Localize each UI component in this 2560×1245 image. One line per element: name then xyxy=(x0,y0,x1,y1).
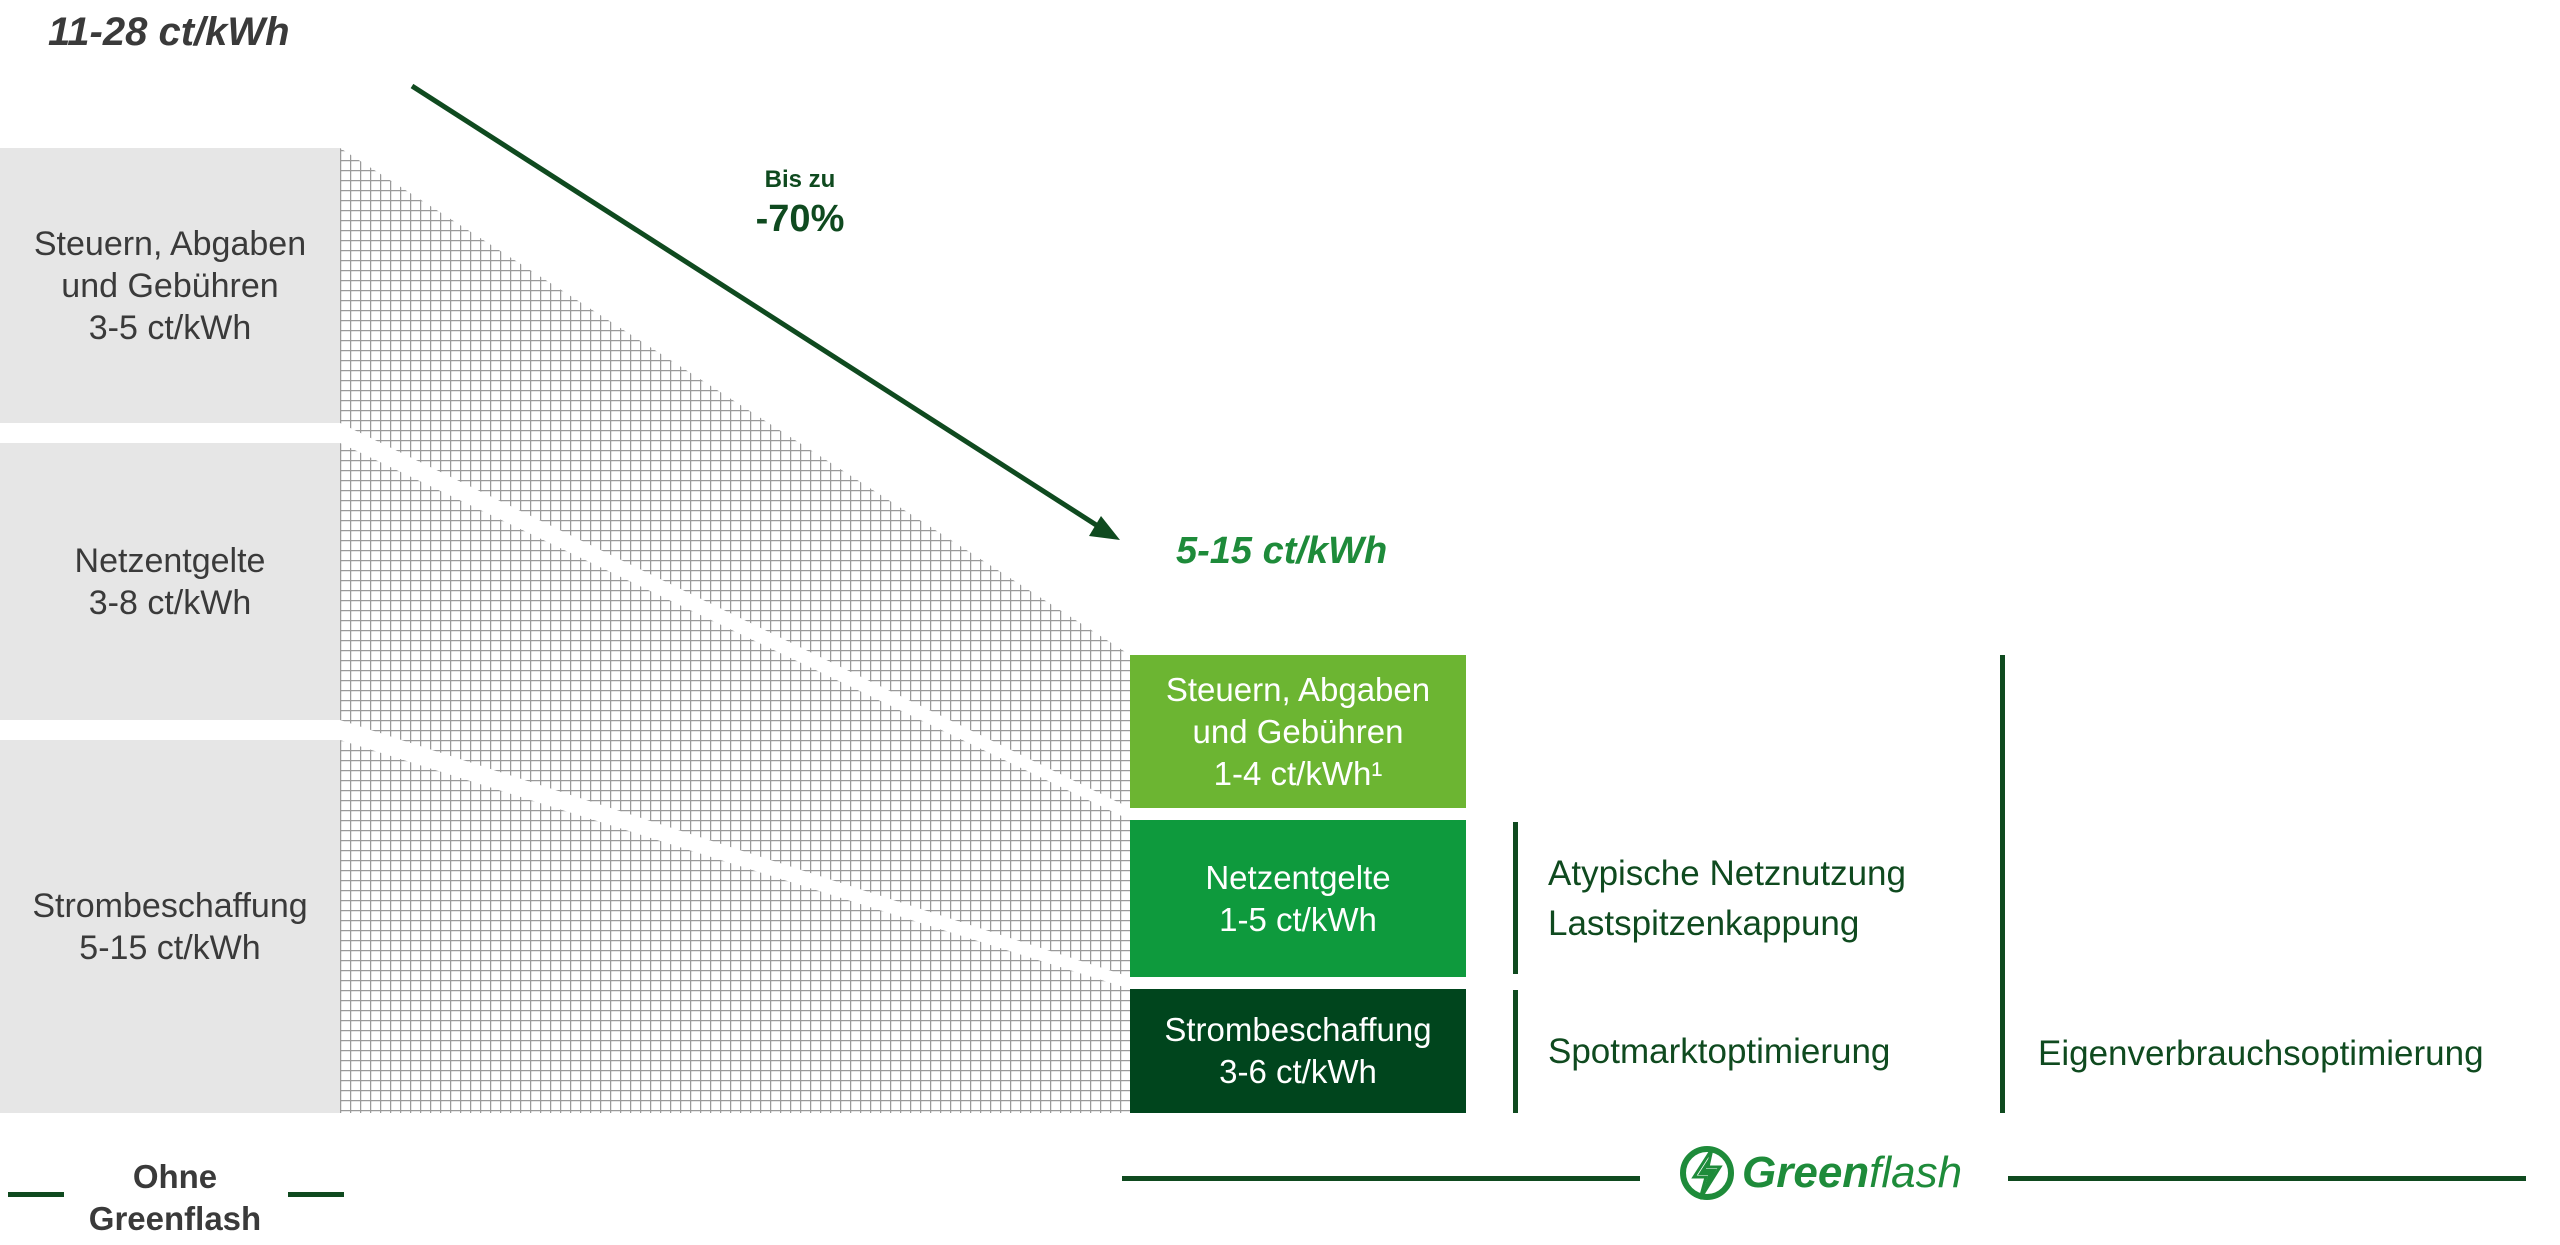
after-procurement-box: Strombeschaffung 3-6 ct/kWh xyxy=(1130,989,1466,1113)
after-procurement-line1: Strombeschaffung xyxy=(1164,1011,1432,1048)
lever-divider-self xyxy=(2000,655,2005,1113)
arrow-head-icon xyxy=(1089,516,1120,540)
before-grid-box: Netzentgelte 3-8 ct/kWh xyxy=(0,443,340,720)
total-before-label: 11-28 ct/kWh xyxy=(48,10,290,54)
lever-network-line1: Atypische Netznutzung xyxy=(1548,854,1906,893)
hatched-band-taxes xyxy=(340,148,1130,808)
caption-before: Ohne Greenflash xyxy=(60,1156,290,1240)
after-taxes-line1: Steuern, Abgaben xyxy=(1165,670,1431,708)
after-taxes-box: Steuern, Abgaben und Gebühren 1-4 ct/kWh… xyxy=(1130,655,1466,808)
lever-network: Atypische Netznutzung Lastspitzenkappung xyxy=(1548,849,1906,949)
caption-before-line2: Greenflash xyxy=(88,1200,262,1237)
logo-wordmark: Greenflash xyxy=(1742,1148,1962,1198)
lever-divider-spot xyxy=(1513,990,1518,1113)
before-procurement-value: 5-15 ct/kWh xyxy=(79,928,261,967)
lever-network-line2: Lastspitzenkappung xyxy=(1548,904,1860,943)
after-taxes-line2: und Gebühren xyxy=(1192,712,1404,750)
before-taxes-box: Steuern, Abgaben und Gebühren 3-5 ct/kWh xyxy=(0,148,340,423)
logo-wordmark-part1: Green xyxy=(1742,1148,1870,1197)
before-grid-value: 3-8 ct/kWh xyxy=(88,583,252,622)
after-procurement-value: 3-6 ct/kWh xyxy=(1219,1053,1377,1090)
reduction-label: Bis zu xyxy=(764,166,836,193)
reduction-value: -70% xyxy=(755,198,845,240)
logo-rule-left xyxy=(1122,1176,1640,1181)
before-taxes-value: 3-5 ct/kWh xyxy=(88,308,252,347)
before-taxes-line1: Steuern, Abgaben xyxy=(33,224,307,263)
caption-rule-left xyxy=(8,1192,64,1197)
lever-self-consumption: Eigenverbrauchsoptimierung xyxy=(2038,1034,2484,1073)
caption-before-line1: Ohne xyxy=(132,1158,218,1195)
before-grid-line1: Netzentgelte xyxy=(74,541,266,580)
logo-rule-right xyxy=(2008,1176,2526,1181)
lever-spot: Spotmarktoptimierung xyxy=(1548,1032,1891,1071)
hatched-band-procurement xyxy=(340,740,1130,1113)
greenflash-logo: Greenflash xyxy=(1680,1145,1962,1201)
before-taxes-line2: und Gebühren xyxy=(61,266,279,305)
lever-divider-network xyxy=(1513,822,1518,974)
before-procurement-line1: Strombeschaffung xyxy=(32,886,308,925)
caption-rule-right xyxy=(288,1192,344,1197)
reduction-arrow xyxy=(410,83,1106,533)
lightning-bolt-icon xyxy=(1680,1146,1734,1200)
after-grid-box: Netzentgelte 1-5 ct/kWh xyxy=(1130,820,1466,977)
before-procurement-box: Strombeschaffung 5-15 ct/kWh xyxy=(0,740,340,1113)
after-grid-line1: Netzentgelte xyxy=(1205,858,1391,896)
after-taxes-value: 1-4 ct/kWh¹ xyxy=(1213,754,1383,792)
total-after-label: 5-15 ct/kWh xyxy=(1176,530,1388,572)
after-grid-value: 1-5 ct/kWh xyxy=(1219,900,1377,938)
logo-wordmark-part2: flash xyxy=(1869,1148,1963,1197)
hatched-band-grid xyxy=(340,443,1130,977)
